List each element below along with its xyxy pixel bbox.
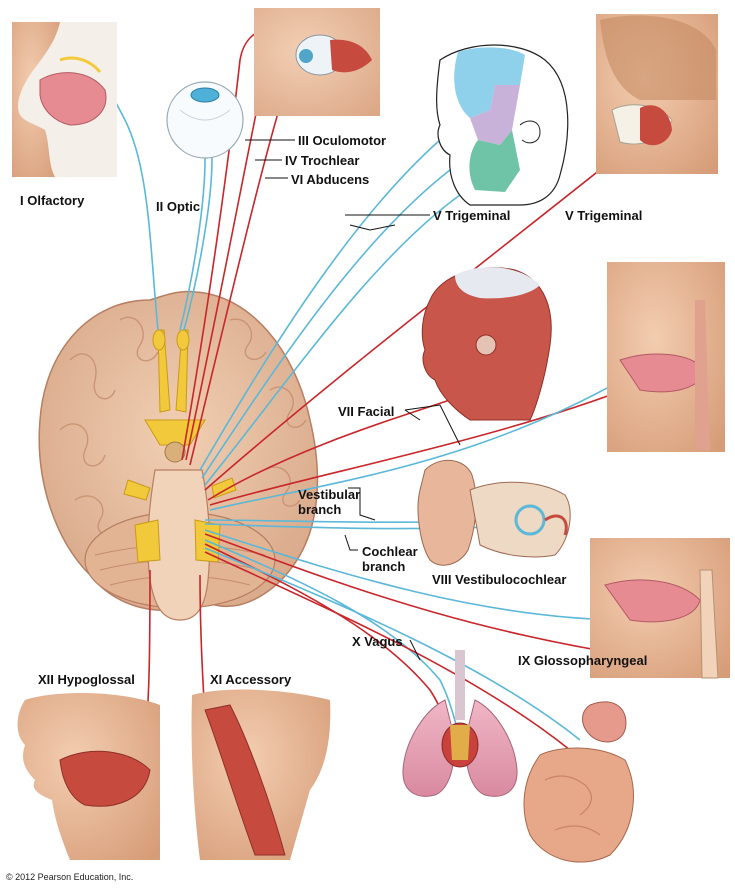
label-vestibular-branch-line1: Vestibular	[298, 487, 361, 502]
copyright-notice: © 2012 Pearson Education, Inc.	[6, 872, 134, 882]
label-trochlear: IV Trochlear	[285, 153, 360, 168]
eye-muscles-panel	[254, 8, 380, 116]
label-abducens: VI Abducens	[291, 172, 370, 187]
ear-panel	[417, 459, 571, 566]
throat-panel	[590, 538, 730, 679]
lungs-heart-panel	[402, 650, 518, 797]
label-vagus: X Vagus	[352, 634, 403, 649]
label-cochlear-branch: Cochlear branch	[362, 544, 418, 574]
label-vestibular-branch: Vestibular branch	[298, 487, 360, 517]
olfactory-nose-panel	[12, 22, 117, 177]
label-hypoglossal: XII Hypoglossal	[38, 672, 135, 687]
brain-inferior-view	[38, 290, 319, 621]
label-cochlear-branch-line2: branch	[362, 559, 406, 574]
label-olfactory: I Olfactory	[20, 193, 85, 208]
label-accessory: XI Accessory	[210, 672, 292, 687]
accessory-neck-panel	[191, 689, 331, 860]
label-facial: VII Facial	[338, 404, 395, 419]
label-trigeminal-face: V Trigeminal	[433, 208, 511, 223]
oral-cavity-panel	[607, 262, 725, 452]
label-cochlear-branch-line1: Cochlear	[362, 544, 418, 559]
label-oculomotor: III Oculomotor	[298, 133, 387, 148]
trigeminal-jaw-panel	[596, 14, 718, 174]
gi-tract-panel	[523, 701, 634, 863]
hypoglossal-head-panel	[17, 693, 160, 860]
label-leaders	[245, 139, 461, 661]
facial-muscles-panel	[421, 267, 552, 421]
label-trigeminal-jaw: V Trigeminal	[565, 208, 643, 223]
label-vestibular-branch-line2: branch	[298, 502, 342, 517]
label-glossopharyngeal: IX Glossopharyngeal	[518, 653, 648, 668]
label-vestibulocochlear: VIII Vestibulocochlear	[432, 572, 567, 587]
trigeminal-face-panel	[436, 44, 569, 206]
label-optic: II Optic	[156, 199, 201, 214]
optic-eye-panel	[166, 81, 244, 159]
